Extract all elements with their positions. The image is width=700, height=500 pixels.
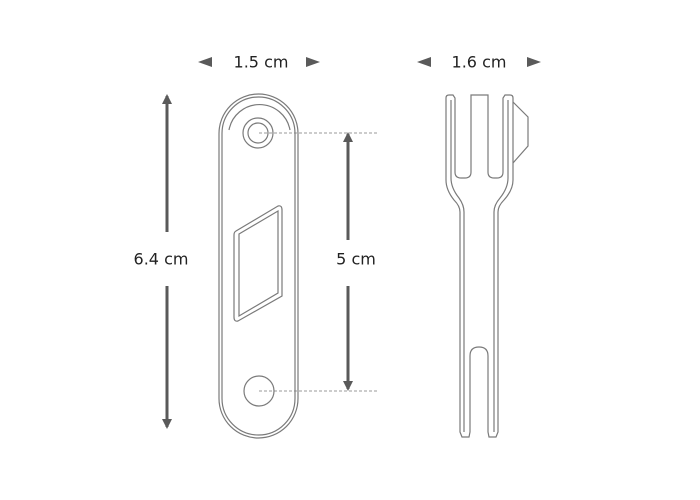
top-hole (242, 117, 274, 149)
front-width-label: 1.5 cm (233, 52, 289, 72)
hole-spacing-label: 5 cm (336, 249, 376, 269)
total-length-label: 6.4 cm (133, 249, 189, 269)
front-view (218, 93, 299, 439)
arrow-left-front-width (198, 57, 212, 67)
bottom-hole (243, 375, 275, 407)
side-view (445, 94, 529, 438)
side-width-label: 1.6 cm (451, 52, 507, 72)
arrow-right-side-width (527, 57, 541, 67)
arrow-right-front-width (306, 57, 320, 67)
side-cone (512, 101, 529, 164)
arrow-left-side-width (417, 57, 431, 67)
window (233, 205, 283, 322)
